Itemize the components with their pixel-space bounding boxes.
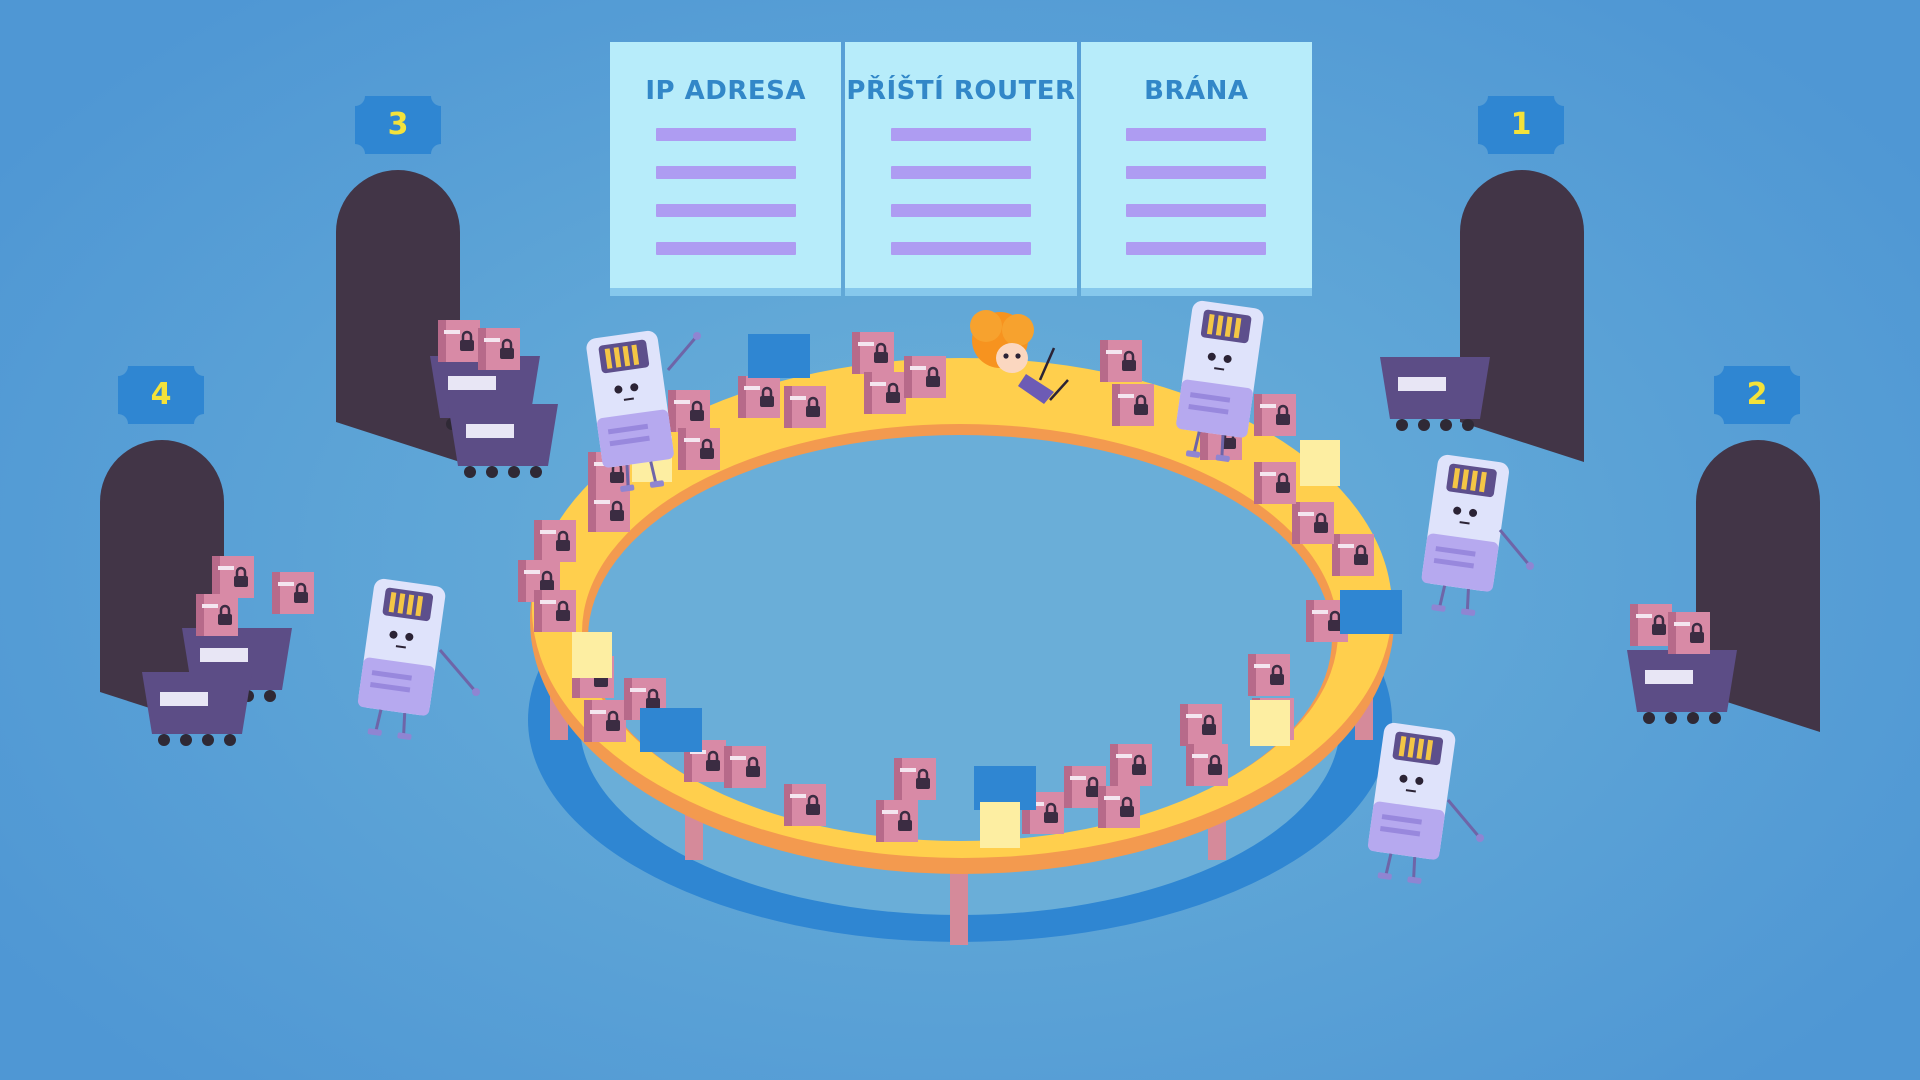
routing-table-column-gateway: BRÁNA bbox=[1080, 42, 1312, 296]
router-character bbox=[1362, 720, 1484, 888]
table-entry-line bbox=[1126, 242, 1267, 255]
routing-table-column-next-router: PŘÍŠTÍ ROUTER bbox=[845, 42, 1077, 296]
port-number: 4 bbox=[150, 377, 172, 412]
router-character bbox=[1415, 452, 1534, 620]
routing-table-column-ip: IP ADRESA bbox=[610, 42, 842, 296]
port-tag-1: 1 bbox=[1478, 96, 1564, 154]
column-header-ip-address: IP ADRESA bbox=[645, 76, 806, 106]
table-entry-line bbox=[890, 242, 1031, 255]
port-tag-3: 3 bbox=[355, 96, 441, 154]
table-entry-line bbox=[1126, 166, 1267, 179]
port-number: 3 bbox=[387, 107, 409, 142]
table-entry-line bbox=[655, 128, 796, 141]
table-entry-line bbox=[890, 128, 1031, 141]
table-entry-line bbox=[1126, 128, 1267, 141]
table-entry-line bbox=[890, 204, 1031, 217]
port-number: 1 bbox=[1510, 107, 1532, 142]
mine-cart bbox=[1627, 650, 1737, 724]
router-character bbox=[352, 576, 480, 744]
table-entry-line bbox=[1126, 204, 1267, 217]
table-entry-line bbox=[655, 166, 796, 179]
doorway-3 bbox=[336, 170, 460, 462]
router-character bbox=[583, 328, 701, 496]
port-tag-2: 2 bbox=[1714, 366, 1800, 424]
falling-character bbox=[970, 310, 1069, 404]
table-entry-line bbox=[655, 242, 796, 255]
port-number: 2 bbox=[1746, 377, 1768, 412]
port-tag-4: 4 bbox=[118, 366, 204, 424]
table-entry-line bbox=[890, 166, 1031, 179]
column-header-next-router: PŘÍŠTÍ ROUTER bbox=[846, 76, 1076, 106]
routing-table: IP ADRESA PŘÍŠTÍ ROUTER BRÁNA bbox=[610, 42, 1312, 296]
mine-cart bbox=[142, 672, 252, 746]
mine-cart bbox=[448, 404, 558, 478]
table-entry-line bbox=[655, 204, 796, 217]
column-header-gateway: BRÁNA bbox=[1144, 76, 1249, 106]
